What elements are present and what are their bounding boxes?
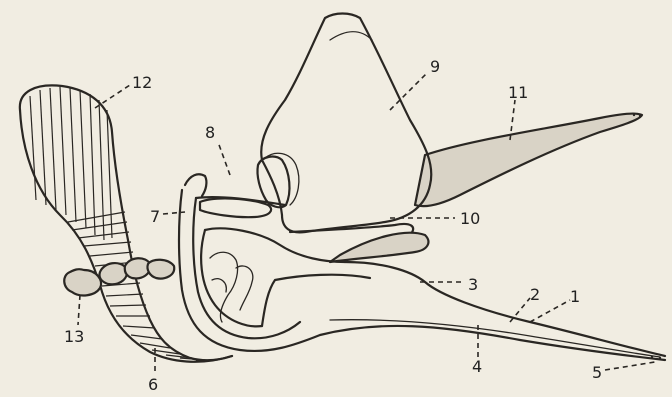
label-7: 7 <box>150 207 160 226</box>
label-4: 4 <box>472 357 482 376</box>
structure-9-large-block <box>261 14 431 233</box>
structure-12-coiled-tube <box>20 85 232 361</box>
label-2: 2 <box>530 285 540 304</box>
leader-8 <box>218 142 230 175</box>
tip-marks <box>633 114 661 359</box>
leader-7 <box>163 212 185 214</box>
leader-13 <box>78 295 80 325</box>
structure-10-lower-flap <box>290 224 428 262</box>
structure-11-tapering-process <box>415 114 642 207</box>
label-6: 6 <box>148 375 158 394</box>
label-5: 5 <box>592 363 602 382</box>
leader-5 <box>605 362 655 370</box>
label-11: 11 <box>508 83 528 102</box>
label-10: 10 <box>460 209 480 228</box>
label-3: 3 <box>468 275 478 294</box>
label-1: 1 <box>570 287 580 306</box>
structure-8-plates <box>200 157 289 218</box>
structure-13-lobed-glands <box>64 258 174 295</box>
label-8: 8 <box>205 123 215 142</box>
label-9: 9 <box>430 57 440 76</box>
label-12: 12 <box>132 73 152 92</box>
label-13: 13 <box>64 327 84 346</box>
